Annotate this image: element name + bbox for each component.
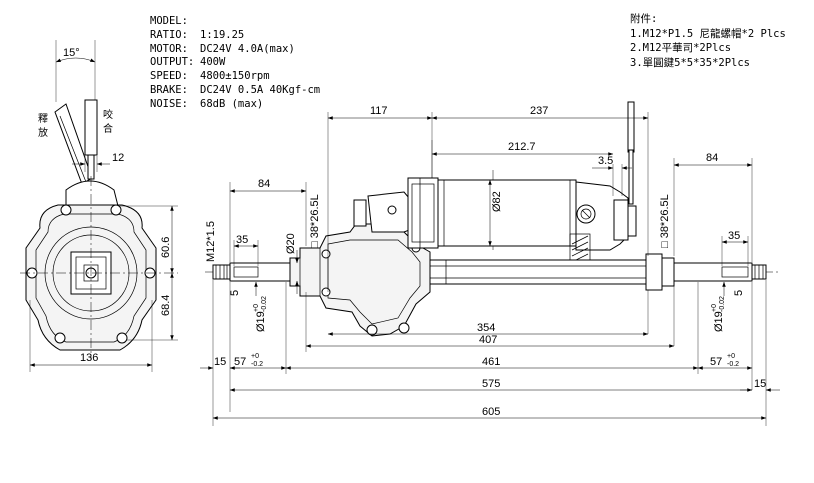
keyway-right-label: □ 38*26.5L [659, 194, 671, 248]
spec-block: MODEL: RATIO: 1:19.25 MOTOR: DC24V 4.0A(… [150, 15, 320, 110]
side-upper-height-label: 60.6 [160, 237, 172, 258]
dim-5-right-label: 5 [733, 290, 745, 296]
lever-engage-label-2: 合 [103, 122, 113, 135]
dim-605-label: 605 [482, 406, 500, 418]
dim-15-left-label: 15 [214, 356, 226, 368]
brake-lever [54, 99, 98, 185]
spec-label-motor: MOTOR: [150, 43, 188, 55]
front-view: 117 237 212.7 3.5 Ø82 84 84 □ 38*26.5L □… [200, 101, 780, 426]
dim-15-right-label: 15 [754, 378, 766, 390]
notes-heading: 附件: [630, 12, 657, 25]
note-item-2: 2.M12平華司*2Plcs [630, 42, 731, 54]
dim-117-label: 117 [370, 105, 388, 117]
shaft-diameter-20-label: Ø20 [285, 233, 297, 254]
spec-value-motor: DC24V 4.0A(max) [200, 43, 295, 55]
dim-57-tol-minus-left-label: -0.2 [251, 361, 263, 368]
lever-release-label-1: 釋 [38, 113, 48, 125]
accessory-notes: 附件: 1.M12*P1.5 尼龍螺帽*2 Plcs 2.M12平華司*2Plc… [630, 12, 786, 69]
spec-value-noise: 68dB (max) [200, 98, 263, 110]
shaft-tol-plus-right-label: +0 [711, 304, 718, 312]
spec-label-model: MODEL: [150, 15, 188, 27]
motor-diameter-label: Ø82 [491, 191, 503, 212]
dim-57-tol-plus-right-label: +0 [727, 353, 735, 360]
spec-label-noise: NOISE: [150, 98, 188, 110]
lever-release-label-2: 放 [38, 126, 48, 139]
spec-value-brake: DC24V 0.5A 40Kgf-cm [200, 84, 320, 96]
dim-575-label: 575 [482, 378, 500, 390]
dim-407-label: 407 [479, 334, 497, 346]
spec-value-speed: 4800±150rpm [200, 70, 270, 82]
shaft-tolerance-right: Ø19 +0 -0.02 [711, 281, 726, 332]
dim-461-label: 461 [482, 356, 500, 368]
side-view: 15° 釋 放 咬 合 12 [20, 40, 178, 372]
shaft-tol-plus-left-label: +0 [253, 304, 260, 312]
shaft-tol-minus-left-label: -0.02 [261, 296, 268, 312]
spec-label-output: OUTPUT: [150, 56, 194, 68]
dim-3-5-label: 3.5 [598, 155, 613, 167]
shaft-tol-minus-right-label: -0.02 [719, 296, 726, 312]
dim-57-tol-minus-right-label: -0.2 [727, 361, 739, 368]
keyway-left-label: □ 38*26.5L [309, 194, 321, 248]
side-width-label: 136 [80, 352, 98, 364]
spec-label-brake: BRAKE: [150, 84, 188, 96]
dim-57-right: 57 +0 -0.2 [710, 353, 739, 368]
spec-label-ratio: RATIO: [150, 29, 188, 41]
note-item-1: 1.M12*P1.5 尼龍螺帽*2 Plcs [630, 27, 786, 40]
dim-57-tol-plus-left-label: +0 [251, 353, 259, 360]
dim-84-left-label: 84 [258, 178, 270, 190]
dim-84-right-label: 84 [706, 152, 718, 164]
dim-5-left-label: 5 [229, 290, 241, 296]
dim-57-left: 57 +0 -0.2 [234, 353, 263, 368]
dim-237-label: 237 [530, 105, 548, 117]
dim-35-left-label: 35 [236, 234, 248, 246]
shaft-diameter-19-right-label: Ø19 [713, 311, 725, 332]
dim-57-left-label: 57 [234, 356, 246, 368]
shaft-tolerance-left: Ø19 +0 -0.02 [253, 281, 268, 332]
thread-label: M12*1.5 [205, 221, 217, 262]
dim-35-right-label: 35 [728, 230, 740, 242]
lever-width-label: 12 [112, 152, 124, 164]
spec-value-ratio: 1:19.25 [200, 29, 244, 41]
lever-engage-label-1: 咬 [103, 108, 113, 121]
shaft-diameter-19-left-label: Ø19 [255, 311, 267, 332]
lever-angle-label: 15° [63, 47, 80, 59]
dim-57-right-label: 57 [710, 356, 722, 368]
dim-212-7-label: 212.7 [508, 141, 536, 153]
side-lower-height-label: 68.4 [160, 295, 172, 316]
spec-value-output: 400W [200, 56, 226, 68]
dim-354-label: 354 [477, 322, 495, 334]
note-item-3: 3.單圓鍵5*5*35*2Plcs [630, 56, 750, 69]
spec-label-speed: SPEED: [150, 70, 188, 82]
